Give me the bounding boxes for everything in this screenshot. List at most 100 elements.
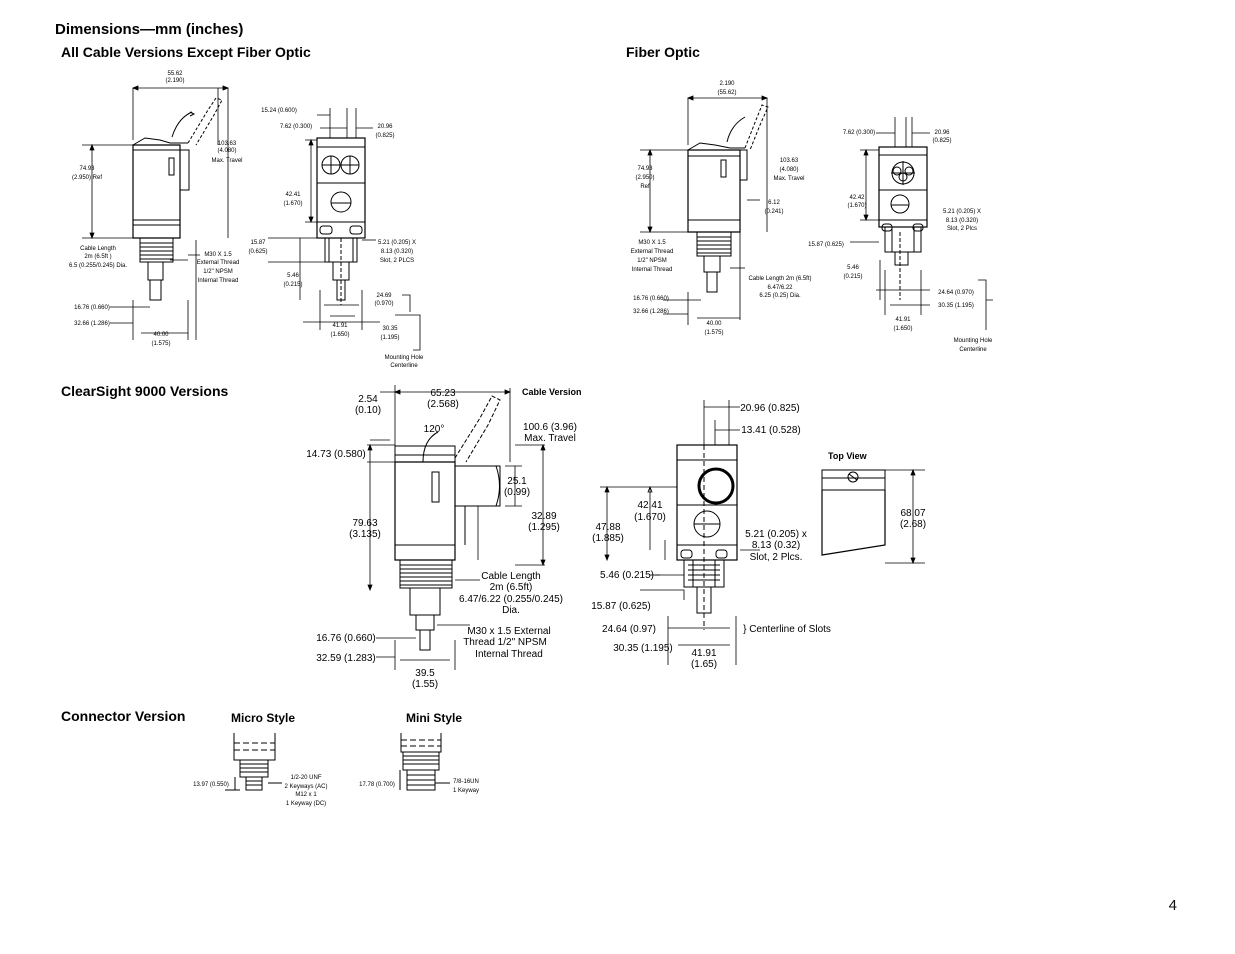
dim-2096: 20.96 (377, 124, 393, 130)
top-dim-in: (2.68) (900, 519, 926, 530)
dim-base: 40.00 (153, 332, 169, 338)
mount-line-1: Mounting Hole (385, 355, 424, 361)
clearsight-side-view (394, 395, 501, 651)
cs-angle: 120° (424, 424, 445, 435)
fiber-mount-1: Mounting Hole (954, 338, 993, 344)
cable-side-labels: 55.62 (2.190) 103.63 (4.080) Max. Travel… (69, 71, 243, 347)
cs-dim-6523-in: (2.568) (427, 399, 459, 410)
mini-thread-1: 7/8-16UN (453, 779, 479, 785)
csf-dim-3035: 30.35 (1.195) (613, 643, 673, 654)
dim-1676: 16.76 (0.660) (74, 305, 110, 311)
micro-thread-3: M12 x 1 (295, 792, 317, 798)
micro-thread-4: 1 Keyway (DC) (286, 801, 326, 807)
cs-dim-254-in: (0.10) (355, 405, 381, 416)
clearsight-front-dims (600, 400, 760, 665)
fiber-dim-4191: 41.91 (895, 317, 911, 323)
fiber-thread-2: External Thread (631, 249, 674, 255)
fiber-dim-1676: 16.76 (0.660) (633, 296, 669, 302)
cable-front-dims (268, 108, 421, 351)
cs-dim-1473: 14.73 (0.580) (306, 449, 366, 460)
fiber-dim-base-in: (1.575) (704, 330, 723, 336)
section-title-clearsight: ClearSight 9000 Versions (61, 383, 229, 399)
dim-4241-in: (1.670) (283, 201, 302, 207)
fiber-thread-3: 1/2" NPSM (637, 258, 666, 264)
dim-2096-in: (0.825) (375, 133, 394, 139)
fiber-side-dims (640, 95, 769, 325)
cs-thread-2: Thread 1/2" NPSM (463, 637, 547, 648)
dim-2469: 24.69 (376, 293, 392, 299)
mini-style-label: Mini Style (406, 711, 462, 725)
fiber-dim-width: 2.190 (719, 81, 735, 87)
dim-546-in: (0.215) (283, 282, 302, 288)
cs-dim-3289: 32.89 (531, 511, 556, 522)
csf-slot-3: Slot, 2 Plcs. (750, 552, 803, 563)
cs-dim-6523: 65.23 (430, 388, 455, 399)
csf-centerline: } Centerline of Slots (743, 624, 831, 635)
mini-connector (399, 733, 450, 791)
dim-1587-in: (0.625) (248, 249, 267, 255)
cable-length-value: 2m (6.5ft ) (84, 254, 111, 260)
cs-dim-base: 39.5 (415, 668, 435, 679)
top-view-labels: 68.07 (2.68) (900, 508, 926, 530)
cs-dim-251: 25.1 (507, 476, 527, 487)
clearsight-front-view (676, 444, 738, 630)
csf-dim-4241: 42.41 (637, 500, 662, 511)
dim-546: 5.46 (287, 273, 299, 279)
fiber-dim-612-in: (0.241) (764, 209, 783, 215)
fiber-slot-3: Slot, 2 Plcs (947, 226, 977, 232)
fiber-dim-4242-in: (1.670) (847, 203, 866, 209)
cable-front-labels: 15.24 (0.600) 7.62 (0.300) 20.96 (0.825)… (248, 108, 424, 369)
section-title-all-cable: All Cable Versions Except Fiber Optic (61, 44, 311, 60)
fiber-cable-2: 6.47/6.22 (767, 285, 793, 291)
fiber-max-travel: 103.63 (780, 158, 799, 164)
cs-thread-1: M30 x 1.5 External (467, 626, 550, 637)
cs-max-travel-label: Max. Travel (524, 433, 576, 444)
clearsight-front-labels: 20.96 (0.825) 13.41 (0.528) 42.41 (1.670… (591, 403, 831, 670)
csf-slot-1: 5.21 (0.205) x (745, 529, 807, 540)
fiber-dim-2464: 24.64 (0.970) (938, 290, 974, 296)
fiber-max-travel-label: Max. Travel (773, 176, 804, 182)
cable-dia-value: 6.5 (0.255/0.245) Dia. (69, 263, 127, 269)
fiber-front-view (878, 146, 928, 300)
dim-ref: 74.93 (79, 166, 95, 172)
cs-cable-4: Dia. (502, 605, 520, 616)
fiber-front-labels: 7.62 (0.300) 20.96 (0.825) 42.42 (1.670)… (808, 130, 993, 353)
dim-max-travel: 103.63 (218, 141, 237, 147)
fiber-cable-3: 6.25 (0.25) Dia. (759, 293, 801, 299)
fiber-mount-2: Centerline (959, 347, 987, 353)
cable-side-dims (82, 85, 230, 340)
connector-labels: 13.97 (0.550) 1/2-20 UNF 2 Keyways (AC) … (193, 775, 479, 807)
csf-dim-2096: 20.96 (0.825) (740, 403, 800, 414)
dim-3035-in: (1.195) (380, 335, 399, 341)
fiber-cable-1: Cable Length 2m (6.5ft) (748, 276, 811, 282)
slot-line-2: 8.13 (0.320) (381, 249, 413, 255)
cs-cable-3: 6.47/6.22 (0.255/0.245) (459, 594, 563, 605)
dim-3035: 30.35 (382, 326, 398, 332)
dim-max-travel-in: (4.080) (217, 148, 236, 154)
cs-max-travel: 100.6 (3.96) (523, 422, 577, 433)
cs-cable-1: Cable Length (481, 571, 541, 582)
dim-4191-in: (1.650) (330, 332, 349, 338)
top-view-dims (885, 468, 925, 565)
fiber-dim-546-in: (0.215) (843, 274, 862, 280)
cs-dim-7963-in: (3.135) (349, 529, 381, 540)
dim-max-travel-label: Max. Travel (211, 158, 242, 164)
csf-slot-2: 8.13 (0.32) (752, 540, 800, 551)
dim-1524: 15.24 (0.600) (261, 108, 297, 114)
page-number: 4 (1168, 897, 1177, 914)
slot-line-1: 5.21 (0.205) X (378, 240, 416, 246)
cs-dim-3289-in: (1.295) (528, 522, 560, 533)
clearsight-side-labels: 2.54 (0.10) 65.23 (2.568) 120° 100.6 (3.… (306, 388, 577, 690)
fiber-dim-546: 5.46 (847, 265, 859, 271)
fiber-dim-1587: 15.87 (0.625) (808, 242, 844, 248)
clearsight-side-dims (367, 385, 546, 670)
micro-thread-1: 1/2-20 UNF (290, 775, 321, 781)
fiber-dim-3035: 30.35 (1.195) (938, 303, 974, 309)
fiber-ref-in: (2.950) (635, 175, 654, 181)
dim-2469-in: (0.970) (374, 301, 393, 307)
cable-front-view (316, 137, 366, 305)
csf-dim-4191-in: (1.65) (691, 659, 717, 670)
cable-version-label: Cable Version (522, 387, 582, 397)
fiber-dim-612: 6.12 (768, 200, 780, 206)
